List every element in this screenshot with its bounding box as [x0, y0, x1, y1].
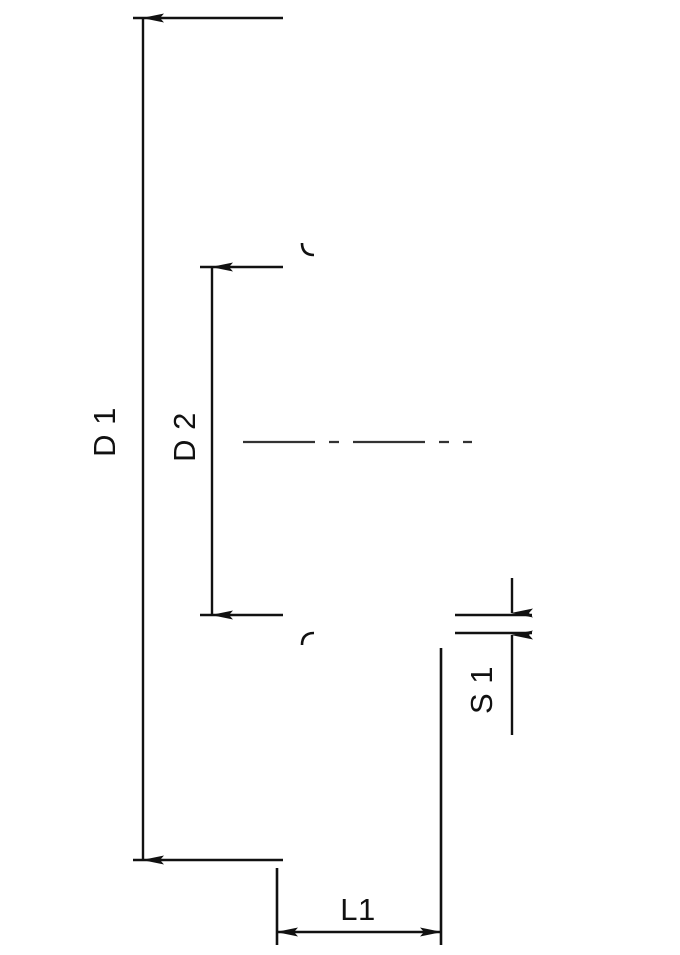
dimension-d1: D 1 — [87, 13, 283, 865]
d1-label: D 1 — [87, 407, 122, 457]
l1-label: L1 — [340, 892, 375, 927]
dimension-d2: D 2 — [167, 262, 283, 620]
dimension-l1: L1 — [275, 648, 443, 945]
section-body — [275, 16, 443, 862]
lower-fillet — [300, 631, 315, 646]
dimension-s1: S 1 — [455, 578, 533, 735]
material-outline-stroke — [275, 16, 443, 862]
s1-label: S 1 — [464, 666, 499, 714]
upper-fillet — [300, 242, 315, 257]
d2-label: D 2 — [167, 412, 202, 462]
